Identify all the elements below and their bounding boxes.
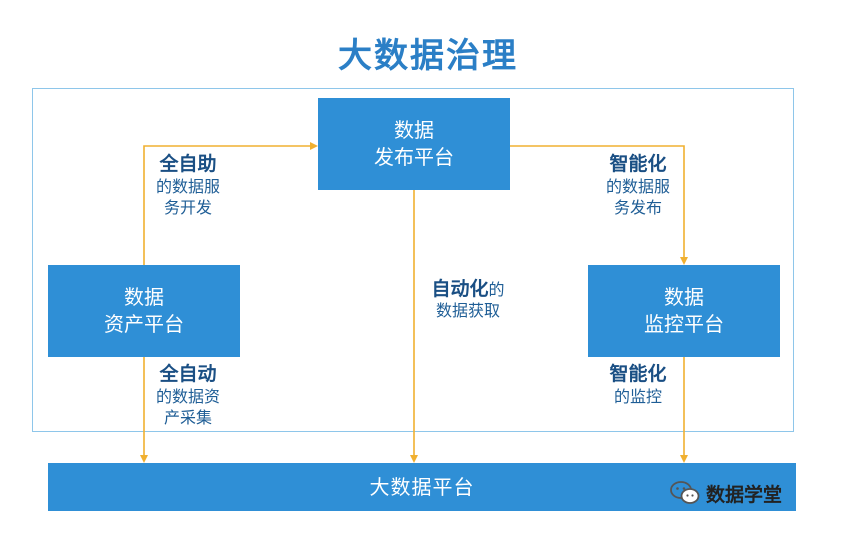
data-asset-platform-box: 数据 资产平台	[48, 265, 240, 357]
diagram-title: 大数据治理	[338, 36, 518, 76]
arrow-publish-to-monitor	[510, 145, 688, 265]
label-line: 务发布	[613, 198, 662, 217]
label-line: 数据获取	[435, 301, 500, 320]
label-line: 的数据服	[605, 177, 670, 196]
label-emphasis: 智能化	[609, 153, 667, 175]
box-label-line: 资产平台	[104, 312, 184, 336]
watermark-text: 数据学堂	[706, 483, 783, 506]
wechat-icon	[670, 481, 700, 504]
label-line: 的监控	[613, 387, 662, 406]
box-label-line: 发布平台	[374, 145, 454, 169]
label-emphasis: 智能化	[609, 363, 667, 385]
box-label-line: 监控平台	[644, 312, 724, 336]
box-label-line: 数据	[124, 285, 164, 309]
label-tail: 的	[488, 280, 505, 299]
arrow-asset-to-publish	[143, 142, 318, 265]
box-label-line: 数据	[664, 285, 704, 309]
label-smart-service-publish: 智能化 的数据服 务发布	[590, 152, 686, 218]
label-automatic-asset-collection: 全自动 的数据资 产采集	[140, 362, 236, 428]
label-line: 产采集	[163, 408, 212, 427]
label-self-service-development: 全自助 的数据服 务开发	[140, 152, 236, 218]
data-monitor-platform-box: 数据 监控平台	[588, 265, 780, 357]
label-smart-monitoring: 智能化 的监控	[590, 362, 686, 407]
label-line: 务开发	[163, 198, 212, 217]
label-automated-data-acquisition: 自动化的 数据获取	[412, 279, 524, 321]
label-line: 的数据资	[155, 387, 220, 406]
box-label-line: 大数据平台	[369, 474, 475, 499]
label-emphasis: 自动化	[431, 278, 489, 300]
label-first-line: 自动化的	[412, 279, 524, 300]
label-emphasis: 全自助	[159, 153, 217, 175]
box-label-line: 数据	[394, 118, 434, 142]
governance-frame	[32, 88, 794, 432]
watermark: 数据学堂	[670, 478, 782, 508]
data-publish-platform-box: 数据 发布平台	[318, 98, 510, 190]
label-emphasis: 全自动	[159, 363, 217, 385]
label-line: 的数据服	[155, 177, 220, 196]
